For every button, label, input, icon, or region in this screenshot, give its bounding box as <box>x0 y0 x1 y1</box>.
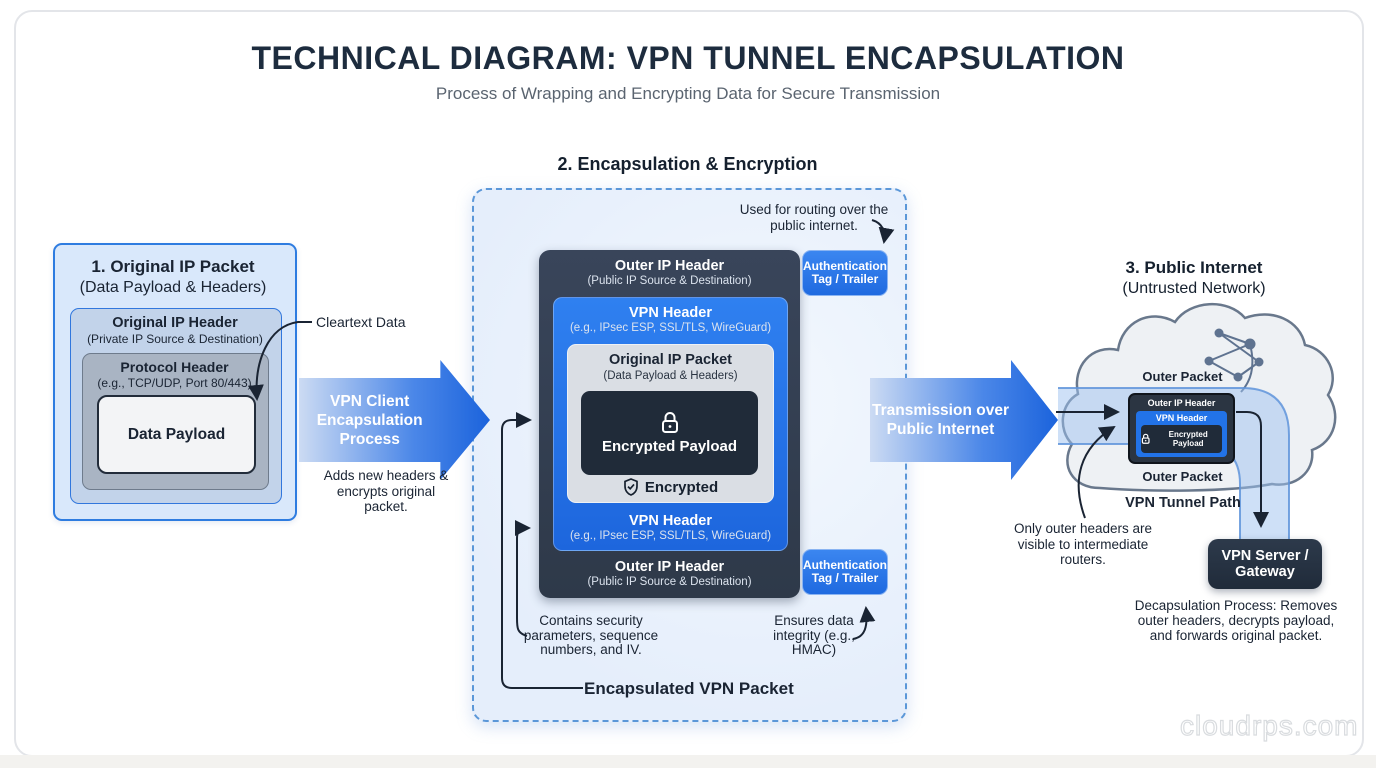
box1-title-line: 1. Original IP Packet <box>91 257 255 276</box>
section3-subtitle-line: (Untrusted Network) <box>1122 280 1266 297</box>
inner-packet-subtitle: (Data Payload & Headers) <box>603 370 738 382</box>
outer-ip-title-top: Outer IP Header <box>614 258 725 274</box>
inner-packet-label: Original IP Packet (Data Payload & Heade… <box>568 352 773 384</box>
encapsulated-vpn-packet-label: Encapsulated VPN Packet <box>584 679 794 698</box>
routing-note: Used for routing over the public interne… <box>739 202 889 233</box>
outer-ip-title-bottom: Outer IP Header <box>614 559 725 575</box>
mini-encrypted-payload-box: Encrypted Payload <box>1141 425 1222 453</box>
original-ip-packet-title: 1. Original IP Packet (Data Payload & He… <box>53 256 293 298</box>
vpn-header-subtitle-bottom: (e.g., IPsec ESP, SSL/TLS, WireGuard) <box>569 530 772 542</box>
box1-subtitle-line: (Data Payload & Headers) <box>79 279 267 296</box>
cleartext-data-label: Cleartext Data <box>316 314 406 330</box>
mini-packet-box: Outer IP Header VPN Header Encrypted Pay… <box>1128 393 1235 464</box>
section2-title: 2. Encapsulation & Encryption <box>557 154 818 174</box>
protocol-subtitle: (e.g., TCP/UDP, Port 80/443) <box>97 376 252 390</box>
encrypted-badge-label: Encrypted <box>644 478 719 496</box>
shield-check-icon <box>623 478 638 496</box>
outer-packet-label-bottom: Outer Packet <box>1142 469 1223 484</box>
vpn-header-bottom-label: VPN Header (e.g., IPsec ESP, SSL/TLS, Wi… <box>554 513 787 543</box>
inner-original-packet-box: Original IP Packet (Data Payload & Heade… <box>567 344 774 503</box>
vpn-header-title-top: VPN Header <box>628 305 712 321</box>
transmission-arrow-label: Transmission over Public Internet <box>872 402 1009 438</box>
vpn-header-title-bottom: VPN Header <box>628 513 712 529</box>
vpn-header-subtitle-top: (e.g., IPsec ESP, SSL/TLS, WireGuard) <box>569 322 772 334</box>
outer-ip-header-top-label: Outer IP Header (Public IP Source & Dest… <box>539 258 800 288</box>
encrypted-payload-box: Encrypted Payload <box>581 391 758 475</box>
outer-ip-header-bottom-label: Outer IP Header (Public IP Source & Dest… <box>539 559 800 589</box>
ip-header-title: Original IP Header <box>112 315 238 331</box>
transmission-arrow: Transmission over Public Internet <box>870 360 1058 480</box>
mini-vpn-header-box: VPN Header Encrypted Payload <box>1136 411 1227 457</box>
page-subtitle: Process of Wrapping and Encrypting Data … <box>435 84 941 103</box>
outer-ip-subtitle-bottom: (Public IP Source & Destination) <box>587 576 752 588</box>
mini-vpn-header-label: VPN Header <box>1155 413 1208 423</box>
mini-lock-icon <box>1141 433 1150 444</box>
security-note: Contains security parameters, sequence n… <box>523 613 659 657</box>
ip-header-subtitle: (Private IP Source & Destination) <box>87 332 263 346</box>
authentication-tag-top: Authentication Tag / Trailer <box>802 250 888 296</box>
inner-packet-title: Original IP Packet <box>608 352 733 368</box>
vpn-header-top-label: VPN Header (e.g., IPsec ESP, SSL/TLS, Wi… <box>554 305 787 335</box>
vpn-server-gateway-box: VPN Server / Gateway <box>1208 539 1322 589</box>
encapsulation-arrow-label: VPN Client Encapsulation Process <box>316 392 423 448</box>
encrypted-payload-label: Encrypted Payload <box>601 438 738 455</box>
encapsulated-packet-box: Outer IP Header (Public IP Source & Dest… <box>539 250 800 598</box>
authentication-tag-bottom: Authentication Tag / Trailer <box>802 549 888 595</box>
encrypted-badge: Encrypted <box>568 478 773 496</box>
watermark: cloudrps.com <box>1179 709 1359 741</box>
visibility-note: Only outer headers are visible to interm… <box>1013 521 1153 567</box>
outer-packet-label-top: Outer Packet <box>1142 369 1223 384</box>
decapsulation-note: Decapsulation Process: Removes outer hea… <box>1134 598 1338 643</box>
protocol-header-label: Protocol Header (e.g., TCP/UDP, Port 80/… <box>82 359 267 391</box>
integrity-note: Ensures data integrity (e.g., HMAC) <box>773 613 855 657</box>
vpn-tunnel-path-label: VPN Tunnel Path <box>1125 495 1241 511</box>
page-title: TECHNICAL DIAGRAM: VPN TUNNEL ENCAPSULAT… <box>251 40 1125 76</box>
protocol-title: Protocol Header <box>120 359 229 375</box>
encapsulation-arrow-caption: Adds new headers & encrypts original pac… <box>323 468 449 514</box>
section3-title-line: 3. Public Internet <box>1125 258 1263 277</box>
outer-ip-subtitle-top: (Public IP Source & Destination) <box>587 275 752 287</box>
section3-title: 3. Public Internet (Untrusted Network) <box>1104 257 1284 299</box>
mini-encrypted-payload-label: Encrypted Payload <box>1168 430 1208 448</box>
bottom-strip <box>0 755 1376 768</box>
lock-icon <box>661 412 678 433</box>
data-payload-box: Data Payload <box>97 395 256 474</box>
vpn-header-box: VPN Header (e.g., IPsec ESP, SSL/TLS, Wi… <box>553 297 788 551</box>
mini-outer-ip-label: Outer IP Header <box>1147 398 1216 408</box>
original-ip-header-label: Original IP Header (Private IP Source & … <box>70 315 280 347</box>
